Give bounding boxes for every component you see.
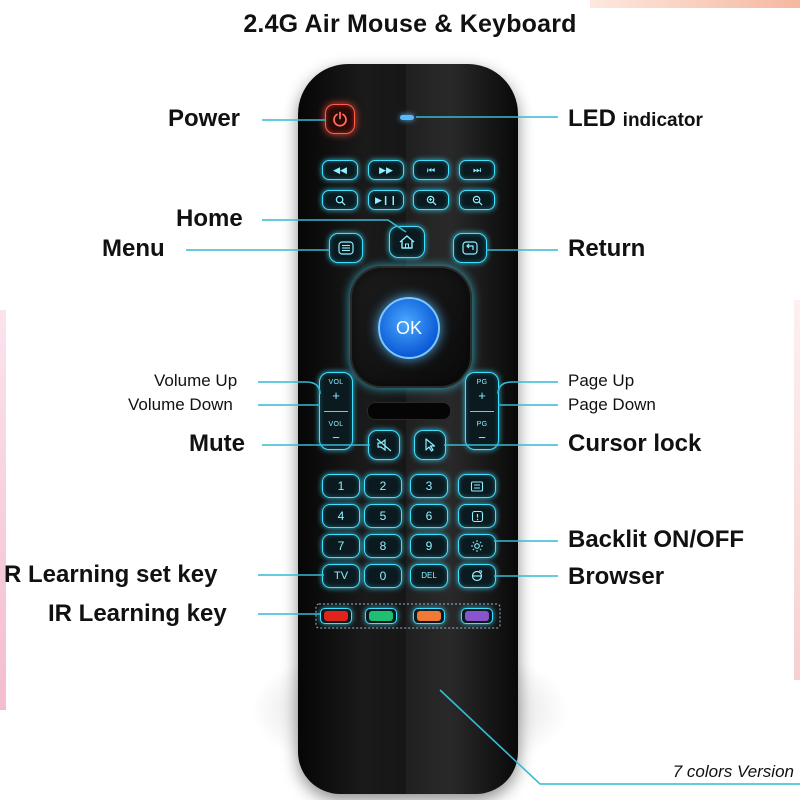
ir-purple-fill <box>465 611 489 621</box>
page-title: 2.4G Air Mouse & Keyboard <box>243 10 577 38</box>
power-icon <box>333 111 347 127</box>
number-key-8[interactable]: 8 <box>364 534 402 558</box>
return-label: Return <box>568 235 646 262</box>
led-sub-text: indicator <box>622 110 703 131</box>
corner-accent <box>590 0 800 8</box>
pg-down-symbol: − <box>478 430 486 445</box>
volume-rocker[interactable]: VOL + VOL − <box>319 372 353 450</box>
remote-gloss <box>406 64 518 794</box>
number-key-6[interactable]: 6 <box>410 504 448 528</box>
volume-up-label: Volume Up <box>154 371 238 390</box>
number-key-7[interactable]: 7 <box>322 534 360 558</box>
vol-up-label: VOL <box>328 379 344 386</box>
ok-button[interactable]: OK <box>378 297 440 359</box>
browser-label: Browser <box>568 563 665 590</box>
menu-button[interactable] <box>329 233 363 263</box>
version-footnote: 7 colors Version <box>672 762 794 781</box>
ir-red-key[interactable] <box>320 608 352 624</box>
home-label: Home <box>176 205 243 232</box>
previous-track-icon: ⏮ <box>426 164 436 175</box>
page-divider <box>470 411 494 412</box>
ir-green-key[interactable] <box>365 608 397 624</box>
return-icon <box>462 241 478 255</box>
page-up-callout <box>497 381 558 395</box>
page-rocker[interactable]: PG + PG − <box>465 372 499 450</box>
ir-learning-set-label: R Learning set key <box>4 561 218 588</box>
mute-label: Mute <box>189 430 245 457</box>
menu-label: Menu <box>102 235 165 262</box>
vol-down-symbol: − <box>332 430 340 445</box>
cursor-lock-button[interactable] <box>414 430 446 460</box>
ir-green-fill <box>369 611 393 621</box>
fast-forward-button[interactable]: ▶▶ <box>368 160 404 180</box>
play-pause-icon: ▶❙❙ <box>374 194 397 205</box>
search-icon <box>335 195 346 206</box>
search-button[interactable] <box>322 190 358 210</box>
number-key-9[interactable]: 9 <box>410 534 448 558</box>
microphone-slot <box>367 402 451 420</box>
volume-up-callout <box>258 381 321 395</box>
led-indicator-label: LED indicator <box>568 105 703 133</box>
rewind-icon: ◀◀ <box>333 164 347 175</box>
info-icon <box>471 510 483 522</box>
ir-red-fill <box>324 611 348 621</box>
zoom-in-button[interactable] <box>413 190 449 210</box>
return-button[interactable] <box>453 233 487 263</box>
previous-track-button[interactable]: ⏮ <box>413 160 449 180</box>
footnote-callout <box>439 689 800 785</box>
volume-divider <box>324 411 348 412</box>
number-key-1[interactable]: 1 <box>322 474 360 498</box>
power-label: Power <box>168 105 241 132</box>
backlit-label: Backlit ON/OFF <box>568 526 745 553</box>
number-key-3[interactable]: 3 <box>410 474 448 498</box>
ir-keys-frame <box>315 603 501 629</box>
pg-up-symbol: + <box>478 388 486 403</box>
home-icon <box>399 235 415 249</box>
ir-learning-key-label: IR Learning key <box>48 600 227 627</box>
led-indicator <box>400 115 414 120</box>
keyboard-icon <box>470 481 484 492</box>
page-up-label: Page Up <box>568 371 635 390</box>
number-key-4[interactable]: 4 <box>322 504 360 528</box>
power-button[interactable] <box>325 104 355 134</box>
home-callout <box>262 219 407 233</box>
next-track-icon: ⏭ <box>472 164 482 175</box>
vol-down-label: VOL <box>328 421 344 428</box>
right-edge-accent <box>794 300 800 680</box>
cursor-icon <box>425 438 436 452</box>
volume-down-label: Volume Down <box>128 395 233 414</box>
ir-purple-key[interactable] <box>461 608 493 624</box>
number-key-5[interactable]: 5 <box>364 504 402 528</box>
left-edge-accent <box>0 310 6 710</box>
zoom-out-button[interactable] <box>459 190 495 210</box>
ir-orange-fill <box>417 611 441 621</box>
next-track-button[interactable]: ⏭ <box>459 160 495 180</box>
backlit-button[interactable] <box>458 534 496 558</box>
zoom-out-icon <box>472 195 483 206</box>
tv-button[interactable]: TV <box>322 564 360 588</box>
vol-up-symbol: + <box>332 388 340 403</box>
home-button[interactable] <box>389 226 425 258</box>
rewind-button[interactable]: ◀◀ <box>322 160 358 180</box>
cursor-lock-label: Cursor lock <box>568 430 702 457</box>
menu-icon <box>338 241 354 255</box>
number-key-2[interactable]: 2 <box>364 474 402 498</box>
browser-icon <box>471 570 483 582</box>
fast-forward-icon: ▶▶ <box>379 164 393 175</box>
remote-body <box>298 64 518 794</box>
zoom-in-icon <box>426 195 437 206</box>
page-down-label: Page Down <box>568 395 656 414</box>
info-button[interactable] <box>458 504 496 528</box>
pg-up-label: PG <box>476 379 488 386</box>
pg-down-label: PG <box>476 421 488 428</box>
backlight-icon <box>471 540 483 552</box>
mute-icon <box>376 438 392 452</box>
ir-orange-key[interactable] <box>413 608 445 624</box>
delete-button[interactable]: DEL <box>410 564 448 588</box>
keyboard-button[interactable] <box>458 474 496 498</box>
number-key-0[interactable]: 0 <box>364 564 402 588</box>
play-pause-button[interactable]: ▶❙❙ <box>368 190 404 210</box>
led-main-text: LED <box>568 105 616 132</box>
